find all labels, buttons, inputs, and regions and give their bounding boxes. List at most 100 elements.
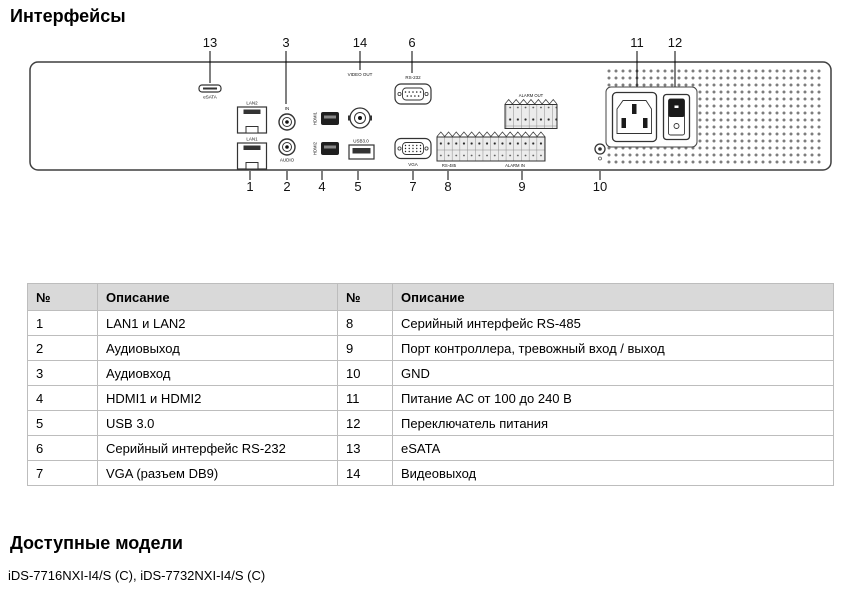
audio-out-pin (285, 145, 289, 149)
lan1-label: LAN1 (246, 137, 258, 142)
bnc-tab-right (369, 115, 372, 121)
esata-pin-strip (203, 87, 217, 90)
alarm-out-terminal: ALARM OUT (504, 93, 558, 129)
bnc-tab-left (348, 115, 351, 121)
row-num-left: 4 (27, 385, 98, 411)
row-desc-left: Аудиовыход (97, 335, 338, 361)
row-desc-right: eSATA (392, 435, 834, 461)
callout-number: 2 (283, 179, 290, 194)
lan2-pins (243, 109, 261, 114)
table-header-row: № Описание № Описание (27, 283, 834, 311)
esata-label: eSATA (203, 95, 217, 100)
table-row: 5 USB 3.0 12 Переключатель питания (27, 410, 834, 436)
power-switch-off-mark (673, 123, 680, 129)
lan-ports: LAN2 LAN1 (236, 101, 268, 170)
callout-top-3: 3 (282, 35, 290, 104)
interfaces-table: № Описание № Описание 1 LAN1 и LAN2 8 Се… (27, 283, 834, 486)
row-desc-left: HDMI1 и HDMI2 (97, 385, 338, 411)
callout-bottom-7: 7 (409, 171, 417, 194)
rs485-alarm-in-terminal: RS-485 ALARM IN (436, 131, 546, 168)
rs232-dshell (402, 87, 424, 101)
video-out-port: VIDEO OUT (348, 72, 373, 129)
rs232-screw-right (424, 92, 429, 97)
rear-panel-diagram: 13 3 14 6 11 12 eSATA (29, 35, 832, 194)
alarm-out-label: ALARM OUT (519, 93, 544, 98)
terminal-sawtooth (504, 98, 558, 105)
models-list: iDS-7716NXI-I4/S (C), iDS-7732NXI-I4/S (… (8, 568, 266, 583)
usb-port: USB3.0 (348, 139, 375, 160)
callout-number: 6 (408, 35, 415, 50)
callout-number: 10 (593, 179, 607, 194)
col-header-num-left: № (27, 283, 98, 311)
models-heading: Доступные модели (10, 533, 183, 553)
audio-jacks: IN AUDIO (278, 106, 296, 163)
rs485-label: RS-485 (442, 163, 457, 168)
row-num-left: 3 (27, 360, 98, 386)
row-num-right: 10 (337, 360, 393, 386)
row-num-left: 2 (27, 335, 98, 361)
table-row: 4 HDMI1 и HDMI2 11 Питание AC от 100 до … (27, 385, 834, 411)
rs232-port: RS-232 (394, 75, 432, 105)
row-desc-left: USB 3.0 (97, 410, 338, 436)
row-num-right: 11 (337, 385, 393, 411)
row-desc-left: Аудиовход (97, 360, 338, 386)
table-row: 2 Аудиовыход 9 Порт контроллера, тревожн… (27, 335, 834, 361)
row-desc-left: Серийный интерфейс RS-232 (97, 435, 338, 461)
rs232-pins (404, 91, 422, 97)
callout-number: 7 (409, 179, 416, 194)
gnd-screw-hole (598, 156, 602, 161)
power-area (605, 86, 698, 148)
hdmi1-tongue (324, 115, 336, 119)
gnd-pin (598, 147, 602, 151)
row-num-left: 1 (27, 310, 98, 336)
callout-number: 14 (353, 35, 367, 50)
row-desc-right: Видеовыход (392, 460, 834, 486)
table-row: 1 LAN1 и LAN2 8 Серийный интерфейс RS-48… (27, 310, 834, 336)
terminal-block (504, 104, 558, 129)
callout-bottom-9: 9 (518, 171, 526, 194)
row-num-right: 13 (337, 435, 393, 461)
vga-screw-right (424, 146, 429, 151)
row-num-right: 8 (337, 310, 393, 336)
hdmi1-label: HDMI1 (313, 111, 318, 125)
alarm-in-label: ALARM IN (505, 163, 525, 168)
audio-label: AUDIO (280, 158, 295, 163)
callout-top-13: 13 (203, 35, 217, 83)
callout-bottom-8: 8 (444, 171, 452, 194)
gnd-screw (594, 143, 606, 161)
callout-number: 1 (246, 179, 253, 194)
terminal-block (436, 136, 546, 162)
callout-number: 5 (354, 179, 361, 194)
row-num-right: 12 (337, 410, 393, 436)
callout-bottom-2: 2 (283, 171, 291, 194)
callout-number: 4 (318, 179, 325, 194)
vga-screw-left (397, 146, 402, 151)
hdmi2-label: HDMI2 (313, 141, 318, 155)
row-num-right: 9 (337, 335, 393, 361)
callout-bottom-10: 10 (593, 171, 607, 194)
callout-number: 9 (518, 179, 525, 194)
row-desc-right: Порт контроллера, тревожный вход / выход (392, 335, 834, 361)
callout-top-14: 14 (353, 35, 367, 70)
power-switch-on-mark (674, 105, 679, 108)
row-num-right: 14 (337, 460, 393, 486)
audio-in-label: IN (285, 106, 290, 111)
callout-top-6: 6 (408, 35, 416, 73)
col-header-num-right: № (337, 283, 393, 311)
callout-number: 13 (203, 35, 217, 50)
lan1-clip-notch (245, 162, 259, 170)
lan2-label: LAN2 (246, 101, 258, 106)
power-inlet (611, 91, 658, 143)
usb-label: USB3.0 (353, 139, 369, 144)
row-desc-left: LAN1 и LAN2 (97, 310, 338, 336)
callout-number: 8 (444, 179, 451, 194)
hdmi-ports: HDMI1 HDMI2 (313, 111, 339, 155)
col-header-desc-left: Описание (97, 283, 338, 311)
lan1-pins (243, 145, 261, 150)
callout-number: 12 (668, 35, 682, 50)
power-pin-neutral (643, 118, 648, 128)
row-desc-right: Питание AC от 100 до 240 В (392, 385, 834, 411)
rs232-screw-left (397, 92, 402, 97)
callout-bottom-1: 1 (246, 171, 254, 194)
